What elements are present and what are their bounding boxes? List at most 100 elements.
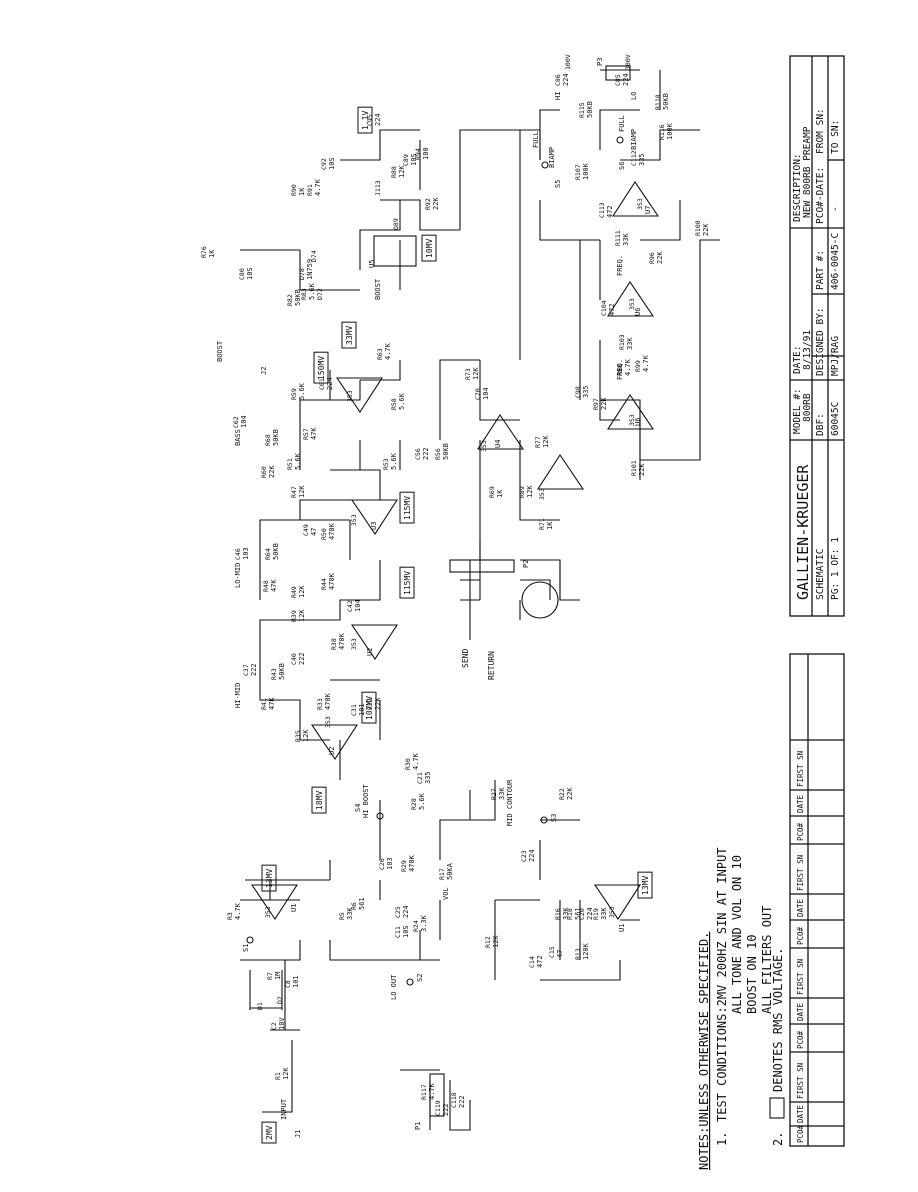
control-lo_mid: LO-MID	[234, 563, 242, 588]
ic-u2b: U2	[366, 648, 374, 656]
opamp-u3	[350, 499, 399, 535]
connector-p1	[429, 1073, 445, 1117]
value-r101: 22K	[638, 463, 646, 476]
ref-c92: C92	[320, 158, 328, 170]
ref-c98: C98	[574, 386, 582, 398]
opamp-u2b	[350, 624, 399, 660]
ref-r49: R49	[290, 586, 298, 598]
ref-r63: R63	[376, 348, 384, 360]
value-r99: 4.7K	[642, 354, 650, 372]
ref-r91: R91	[306, 184, 314, 196]
value-r18: 561	[574, 907, 582, 920]
ref-r18: R18	[566, 908, 574, 920]
ic-u7: U7	[644, 206, 652, 214]
ref-r107: R107	[574, 164, 582, 180]
connector-p2-label: P2	[522, 560, 530, 568]
ref-r56: R56	[434, 448, 442, 460]
ref-d72: D72	[316, 288, 324, 300]
designed-by-value: MPJ/RAG	[830, 336, 841, 376]
rms-voltage-1: 13MV	[265, 869, 274, 888]
ref-c70: C70	[474, 388, 482, 400]
value-c49: 47	[310, 528, 318, 536]
ref-r117: R117	[420, 1084, 428, 1100]
control-mid_contour: MID CONTOUR	[506, 779, 514, 826]
value-r69: 1K	[496, 489, 504, 498]
rms-voltage-box	[637, 871, 653, 899]
value-c112: 335	[638, 153, 646, 166]
rms-voltage-10: 1.1V	[361, 111, 370, 130]
value-r63: 4.7K	[384, 342, 392, 360]
ref-c119: C119	[434, 1100, 442, 1116]
value-c70: 104	[482, 387, 490, 400]
opamp-u4b	[476, 414, 525, 450]
ref-r73: R73	[464, 368, 472, 380]
value-r43: 50KB	[278, 663, 286, 680]
value-r5: 33K	[346, 907, 354, 920]
ref-c31: C31	[350, 704, 358, 716]
ref-c40: C40	[290, 653, 298, 665]
value-r94: 100	[422, 147, 430, 160]
ref-c20: C20	[578, 908, 586, 920]
opamp-type-u4c: 353	[538, 488, 546, 500]
value-r116: 100K	[666, 122, 674, 140]
rms-voltage-box	[261, 1121, 277, 1144]
ref-r44: R44	[320, 578, 328, 590]
value-r28: 5.6K	[418, 792, 426, 810]
opamp-u1a	[250, 884, 299, 920]
rms-voltage-9: 13MV	[641, 876, 650, 895]
ref-r24: R24	[412, 920, 420, 932]
value-c61: 224	[326, 377, 334, 390]
value-r39: 12K	[298, 609, 306, 622]
connector-j2: J2	[260, 367, 268, 375]
ref-r48: R48	[262, 580, 270, 592]
opamps	[250, 181, 660, 920]
company-name: GALLIEN-KRUEGER	[794, 464, 812, 600]
switch-s1	[246, 936, 254, 944]
switch-s6	[616, 136, 624, 144]
rms-voltage-box	[399, 491, 415, 524]
value-r73: 12K	[472, 367, 480, 380]
value-r59: 5.6K	[298, 382, 306, 400]
value-c80: 10S	[246, 267, 254, 280]
pco-date-value: -	[830, 206, 841, 212]
value-r77: 12K	[542, 435, 550, 448]
ic-u4: U4	[494, 440, 502, 448]
value-r117: 4.7K	[428, 1082, 436, 1100]
value-r17: 50KA	[446, 862, 454, 880]
ref-r6: R6	[350, 902, 358, 910]
control-vol: VOL	[442, 887, 450, 900]
ref-c85: C85	[614, 74, 622, 86]
date-value: 8/13/91	[802, 330, 813, 370]
ref-c80: C80	[238, 268, 246, 280]
value-c62: 104	[240, 415, 248, 428]
note2-text: DENOTES RMS VOLTAGE.	[771, 948, 785, 1093]
send-label: SEND	[461, 649, 470, 668]
control-biamp2: BIAMP	[630, 129, 638, 150]
note1-number: 1.	[715, 1132, 729, 1146]
model-value: 800RB	[802, 393, 813, 422]
switch-s4	[376, 812, 384, 820]
ref-r32: R32	[366, 698, 374, 710]
ref-d1: D1	[256, 1002, 264, 1010]
ref-c62: C62	[232, 416, 240, 428]
value-r97: 22K	[600, 397, 608, 410]
note1-line4: ALL FILTERS OUT	[760, 906, 774, 1014]
value-r48: 47K	[270, 579, 278, 592]
value-r108: 22K	[702, 223, 710, 236]
component-labels: 2MV13MV18MV107MV115MV115MV150MV33MV10MV1…	[200, 54, 710, 1144]
ref-r13: R13	[574, 948, 582, 960]
value-c20: 224	[586, 907, 594, 920]
value-c31: 101	[358, 703, 366, 716]
ref-r115: R115	[578, 102, 586, 118]
part-label: PART #:	[815, 250, 826, 290]
connector-p3	[605, 65, 631, 81]
ref-c8: C8	[284, 980, 292, 988]
ic-u5	[373, 235, 417, 267]
rms-voltage-0: 2MV	[265, 1125, 274, 1140]
value-r44: 470K	[328, 572, 336, 590]
lo-out-label: LO OUT	[390, 974, 398, 1000]
dbf-label: DBF:	[815, 413, 826, 436]
value-r12: 12K	[492, 935, 500, 948]
